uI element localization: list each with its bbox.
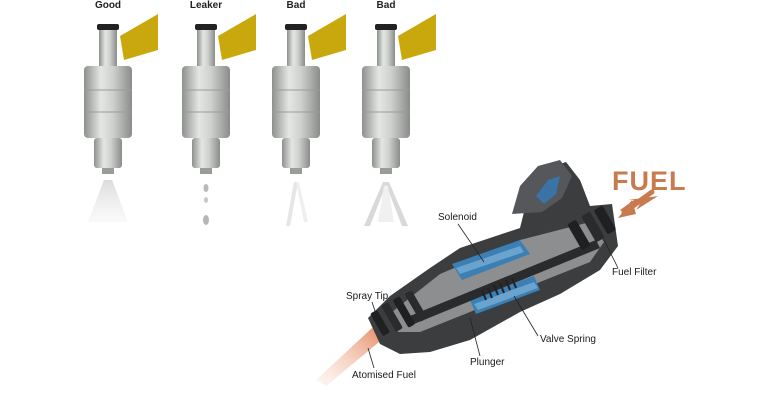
- spray-tip: [370, 290, 427, 336]
- injector-body: [272, 66, 320, 138]
- inlet-tube: [377, 30, 395, 66]
- plunger-rod: [410, 240, 600, 324]
- injector-leaker: [182, 14, 256, 225]
- callout-valve-spring: Valve Spring: [540, 334, 596, 345]
- nozzle: [94, 138, 122, 168]
- injector-bad-1: [272, 14, 346, 226]
- inlet-tube: [287, 30, 305, 66]
- electrical-connector: [512, 160, 572, 214]
- nozzle: [282, 138, 310, 168]
- valve-spring: [481, 277, 517, 301]
- connector-tab: [120, 14, 158, 60]
- injector-body: [182, 66, 230, 138]
- o-ring: [375, 24, 397, 30]
- callout-atomised-fuel: Atomised Fuel: [352, 370, 416, 381]
- nozzle: [372, 138, 400, 168]
- o-ring: [285, 24, 307, 30]
- fuel-drip: [203, 215, 209, 225]
- spray-streak: [296, 182, 308, 222]
- injector-body: [362, 66, 410, 138]
- callout-fuel-filter: Fuel Filter: [612, 267, 657, 278]
- callout-solenoid: Solenoid: [438, 212, 477, 223]
- callout-spray-tip: Spray Tip: [346, 291, 389, 302]
- atomised-fuel-jet: [316, 328, 384, 386]
- injector-label: Bad: [376, 0, 396, 11]
- cutaway-injector: [316, 160, 618, 386]
- spray-cone: [88, 180, 128, 222]
- fuel-filter: [567, 206, 616, 250]
- leader-lines: [367, 223, 619, 369]
- fuel-label: FUEL: [612, 166, 687, 196]
- connector-tab: [308, 14, 346, 60]
- spray-streak: [385, 182, 408, 226]
- connector-tab: [398, 14, 436, 60]
- injector-body: [84, 66, 132, 138]
- injector-label: Leaker: [189, 0, 223, 11]
- injector-label: Good: [94, 0, 122, 11]
- fuel-drip: [203, 184, 209, 192]
- fuel-drip: [204, 197, 208, 203]
- inlet-tube: [99, 30, 117, 66]
- callout-plunger: Plunger: [470, 357, 505, 368]
- o-ring: [97, 24, 119, 30]
- o-ring: [195, 24, 217, 30]
- inlet-tube: [197, 30, 215, 66]
- injector-good: [84, 14, 158, 222]
- spray-streak: [286, 182, 298, 226]
- injector-label: Bad: [286, 0, 306, 11]
- injector-bad-2: [362, 14, 436, 226]
- nozzle: [192, 138, 220, 168]
- spray-streak: [364, 182, 387, 226]
- connector-tab: [218, 14, 256, 60]
